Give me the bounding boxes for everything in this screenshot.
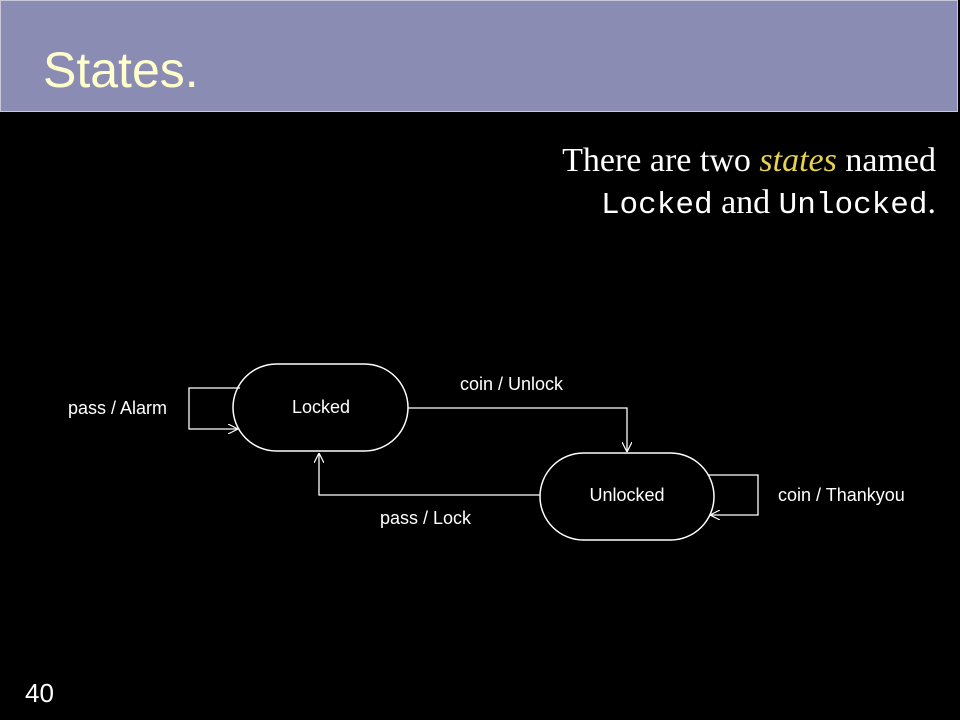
transition-locked-self-label: pass / Alarm — [68, 398, 167, 418]
caption-and: and — [712, 184, 779, 221]
caption-state-unlocked: Unlocked — [778, 188, 928, 223]
transition-unlocked-to-locked-arrow — [319, 453, 540, 496]
slide-title: States. — [43, 42, 199, 98]
state-unlocked-label: Unlocked — [589, 485, 664, 505]
title-bar: States. — [0, 0, 958, 112]
state-locked-label: Locked — [292, 397, 350, 417]
caption: There are two states named Locked and Un… — [416, 140, 936, 227]
caption-text-2: named — [836, 142, 936, 179]
transition-locked-to-unlocked-label: coin / Unlock — [460, 374, 564, 394]
transition-locked-to-unlocked-arrow — [408, 407, 627, 452]
transition-unlocked-self-arrow — [708, 474, 759, 515]
page-number: 40 — [25, 678, 54, 708]
state-unlocked-node — [539, 452, 715, 541]
caption-state-locked: Locked — [600, 188, 713, 223]
caption-text-1: There are two — [562, 142, 760, 179]
caption-line-1: There are two states named — [416, 140, 936, 182]
transition-locked-self-arrow — [188, 387, 240, 429]
caption-emphasis: states — [759, 142, 837, 179]
caption-end: . — [927, 184, 937, 221]
caption-line-2: Locked and Unlocked. — [416, 182, 936, 227]
transition-unlocked-to-locked-label: pass / Lock — [380, 508, 472, 528]
transition-unlocked-self-label: coin / Thankyou — [778, 485, 905, 505]
